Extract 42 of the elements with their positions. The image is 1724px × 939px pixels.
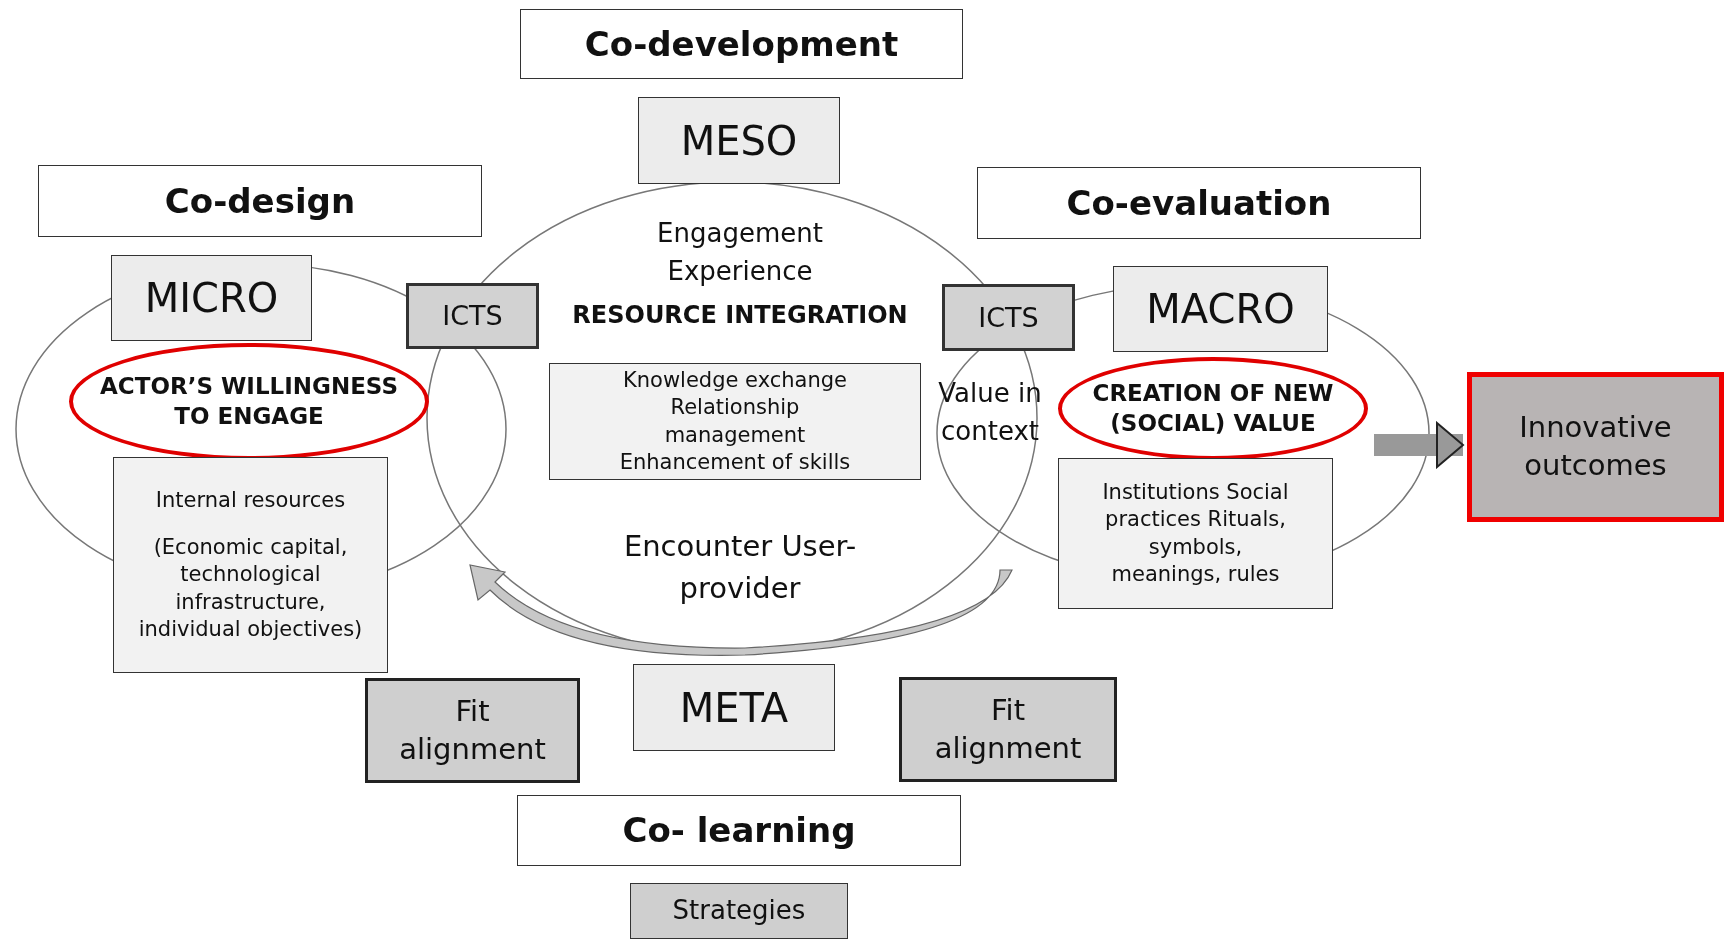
- node-label: (Economic capital, technological infrastructure, individual objectives): [137, 534, 364, 643]
- diagram-text: Value in context: [937, 377, 1043, 448]
- icts-box: [942, 284, 1075, 351]
- node-label: ICTS: [977, 300, 1040, 335]
- diagram-text: Engagement Experience: [656, 217, 824, 288]
- node-label: Internal resources: [154, 486, 347, 514]
- node-label: CREATION OF NEW (SOCIAL) VALUE: [1091, 378, 1335, 438]
- strategy-box: [630, 883, 848, 939]
- phase-box: [977, 167, 1421, 239]
- node-label: ACTOR’S WILLINGNESS TO ENGAGE: [99, 371, 399, 431]
- content-box: [549, 363, 921, 480]
- node-label: Co- learning: [621, 809, 857, 853]
- level-box: [633, 664, 835, 751]
- node-label: Co-development: [583, 22, 900, 66]
- node-label: META: [678, 683, 790, 733]
- node-label: Strategies: [671, 894, 807, 928]
- node-label: Knowledge exchange Relationship management Enhancement of skills: [618, 366, 852, 476]
- block-arrow: [1374, 422, 1464, 468]
- node-label: Fit alignment: [398, 692, 547, 768]
- content-box: [1058, 458, 1333, 609]
- level-box: [638, 97, 840, 184]
- diagram-text: RESOURCE INTEGRATION: [571, 300, 909, 331]
- content-box: [113, 457, 388, 673]
- node-label: MICRO: [143, 274, 280, 323]
- fit-box: [899, 677, 1117, 782]
- node-label: MESO: [679, 116, 799, 166]
- icts-box: [406, 283, 539, 349]
- fit-box: [365, 678, 580, 783]
- node-label: Institutions Social practices Rituals, symbols, meanings, rules: [1101, 478, 1290, 588]
- diagram-text: Encounter User-provider: [622, 528, 858, 608]
- level-box: [1113, 266, 1328, 352]
- phase-box: [517, 795, 961, 866]
- node-label: Innovative outcomes: [1518, 409, 1673, 484]
- outcome-box: [1467, 372, 1724, 522]
- node-label: MACRO: [1145, 285, 1296, 334]
- node-label: Co-design: [163, 179, 357, 223]
- node-label: ICTS: [441, 299, 504, 334]
- phase-box: [520, 9, 963, 79]
- node-label: Co-evaluation: [1065, 181, 1333, 225]
- level-box: [111, 255, 312, 341]
- node-label: Fit alignment: [933, 691, 1083, 767]
- phase-box: [38, 165, 482, 237]
